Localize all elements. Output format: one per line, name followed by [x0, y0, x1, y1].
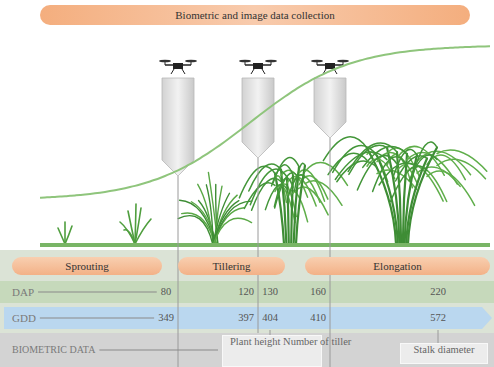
- plant-stroke: [65, 226, 72, 244]
- plant-stroke: [373, 157, 407, 192]
- row-label: BIOMETRIC DATA: [12, 333, 95, 367]
- node-label: Sprouting: [65, 260, 108, 272]
- row-value: 160: [310, 281, 326, 303]
- gdd-row: GDD 349 397 404 410 572: [0, 307, 494, 329]
- row-value: 397: [238, 307, 254, 329]
- plant-stroke: [437, 159, 485, 179]
- gdd-arrow-band: [4, 307, 492, 329]
- dap-row: DAP 80 120 130 160 220: [0, 281, 494, 303]
- plant-stroke: [135, 204, 136, 244]
- plant-stroke: [408, 147, 437, 244]
- node-label: Biometric and image data collection: [175, 9, 334, 21]
- phase-band: Elongation: [305, 257, 490, 275]
- time-marker: [330, 138, 331, 367]
- plant-stroke: [288, 175, 305, 198]
- plant-stroke: [198, 184, 213, 244]
- biometric-band: [0, 333, 494, 367]
- time-marker: [178, 176, 179, 367]
- plant-stroke: [377, 156, 398, 244]
- plant-stroke: [305, 162, 347, 185]
- drone-icon: [159, 60, 197, 74]
- plant-stroke: [58, 228, 65, 244]
- plant-stroke: [124, 230, 135, 244]
- dap-band: [0, 281, 494, 303]
- row-leaders: [38, 292, 218, 350]
- row-leader: [38, 291, 157, 292]
- ground-line: [40, 243, 490, 247]
- plant-stroke: [427, 171, 475, 205]
- node-label: Stalk diameter: [414, 344, 475, 356]
- biometric-row: Plant height Number of tillerStalk diame…: [0, 333, 494, 367]
- row-value: 572: [430, 307, 446, 329]
- biometric-box: Stalk diameter: [400, 343, 488, 364]
- biometric-box: Plant height Number of tiller: [222, 335, 322, 367]
- plant-stroke: [409, 155, 437, 181]
- plant-stroke: [135, 219, 151, 244]
- row-value: 120: [238, 281, 254, 303]
- capture-arrow: [314, 78, 346, 138]
- node-label: Tillering: [212, 260, 250, 272]
- row-leader: [40, 317, 154, 318]
- capture-arrow: [162, 78, 194, 176]
- row-value: 349: [158, 307, 174, 329]
- row-value: 80: [161, 281, 172, 303]
- plant-stroke: [213, 201, 251, 244]
- row-leader: [99, 349, 218, 350]
- growth-curve: [40, 46, 490, 197]
- plant-stroke: [64, 222, 66, 244]
- row-value: 220: [430, 281, 446, 303]
- row-value: 410: [310, 307, 326, 329]
- lower-panel: [0, 250, 494, 367]
- time-marker: [258, 158, 259, 333]
- plant-stroke: [213, 218, 251, 244]
- phase-banner: Biometric and image data collection: [40, 5, 470, 25]
- node-label: Elongation: [373, 260, 421, 272]
- drone-icon: [239, 60, 277, 74]
- plant-stroke: [357, 155, 397, 190]
- row-label: GDD: [12, 307, 36, 329]
- row-label: DAP: [12, 281, 34, 303]
- time-markers: [178, 138, 438, 367]
- plant-stroke: [390, 166, 427, 201]
- plant-stroke: [412, 142, 437, 178]
- sugarcane-plants: [58, 137, 487, 244]
- drone-captures: [159, 60, 349, 176]
- plant-stroke: [287, 177, 289, 244]
- row-value: 130: [262, 281, 278, 303]
- row-value: 404: [262, 307, 278, 329]
- phase-band: Sprouting: [12, 257, 162, 275]
- time-marker: [438, 330, 439, 343]
- node-label: Plant height Number of tiller: [230, 336, 314, 348]
- plant-stroke: [427, 155, 465, 180]
- capture-arrow: [242, 78, 274, 158]
- plant-stroke: [379, 163, 417, 185]
- plant-stroke: [305, 181, 342, 206]
- phase-band: Tillering: [178, 257, 285, 275]
